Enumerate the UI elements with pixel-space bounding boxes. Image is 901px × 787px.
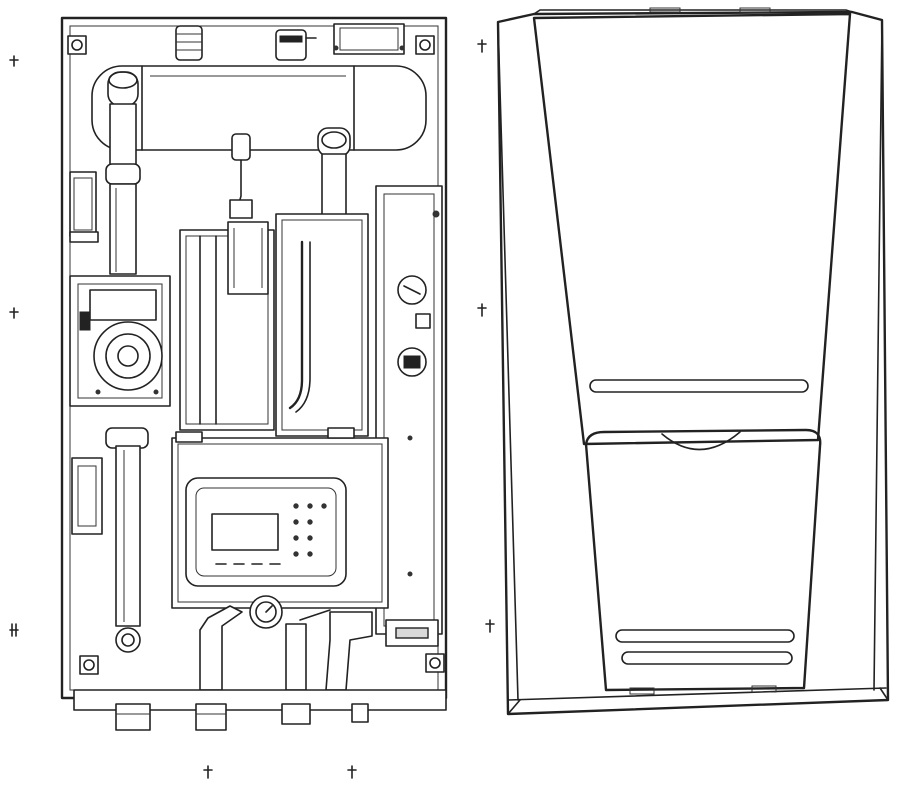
control-display bbox=[211, 513, 279, 551]
plate-heat-exchanger bbox=[179, 221, 275, 431]
pressure-gauge bbox=[249, 595, 283, 629]
bottom-connections bbox=[73, 689, 447, 731]
left-clip-upper bbox=[69, 171, 99, 243]
mounting-hole-top-left bbox=[67, 35, 87, 55]
front-cover-view bbox=[496, 7, 890, 716]
mounting-hole-bottom-right bbox=[425, 653, 445, 673]
top-vent-fitting-right bbox=[275, 29, 317, 61]
circulation-pump bbox=[69, 275, 171, 407]
bottom-pipes bbox=[199, 605, 373, 691]
cover-lower-slot-1 bbox=[615, 629, 795, 643]
cover-lower-slot-2 bbox=[621, 651, 793, 665]
control-module bbox=[171, 427, 389, 609]
cover-lower-door bbox=[584, 428, 822, 692]
dimension-marks-left bbox=[9, 39, 495, 779]
cover-upper-slot bbox=[589, 379, 809, 393]
cover-front-panel bbox=[532, 12, 852, 446]
top-bracket bbox=[333, 23, 405, 55]
top-vent-fitting-left bbox=[175, 25, 203, 61]
left-flow-pipe bbox=[105, 71, 141, 275]
mounting-hole-top-right bbox=[415, 35, 435, 55]
buffer-tank bbox=[91, 65, 427, 151]
left-clip-lower bbox=[71, 457, 103, 535]
lower-left-pipe bbox=[105, 427, 149, 653]
internal-unit-view bbox=[60, 16, 448, 731]
heating-element-housing bbox=[275, 213, 369, 437]
cover-outer-shell bbox=[496, 10, 890, 716]
mounting-hole-bottom-left bbox=[79, 655, 99, 675]
sensor-cable bbox=[229, 133, 253, 219]
